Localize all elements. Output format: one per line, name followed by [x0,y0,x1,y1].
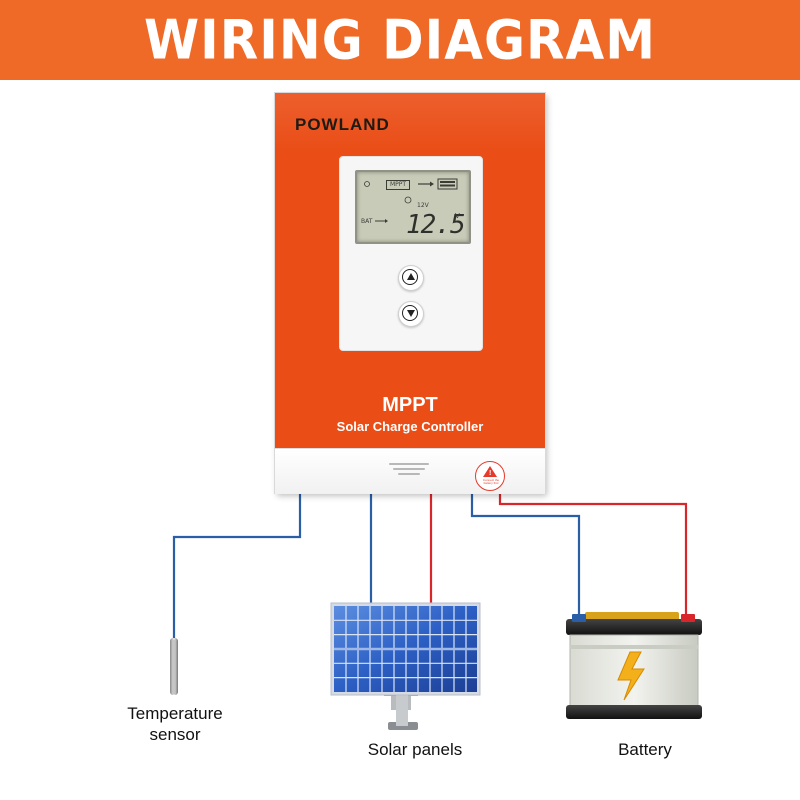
banner: WIRING DIAGRAM [0,0,800,80]
product-title: MPPT [382,394,438,416]
warning-triangle-icon [483,466,497,477]
battery-icon [437,178,458,190]
warning-label: ! Connect the battery first [475,461,505,491]
battery-wires [470,493,688,621]
vent-slot [393,468,425,470]
control-panel: MPPT 12V BAT 12.5 V [339,156,483,351]
lcd-display: MPPT 12V BAT 12.5 V [355,170,471,244]
battery-label: Battery [618,740,672,759]
sun-icon [364,181,370,187]
lcd-icons [364,178,458,223]
brand-logo: POWLAND [295,115,390,134]
vent-slot [398,473,420,475]
vent-slot [389,463,429,465]
lcd-unit: V [455,212,460,220]
charge-controller: POWLAND MPPT 12V BAT 12.5 V [275,93,545,494]
lcd-system-voltage: 12V [417,202,429,209]
solar-wires [369,493,433,605]
solar-panels-label: Solar panels [367,740,463,759]
up-arrow-icon [407,273,415,280]
battery [566,612,702,719]
temperature-sensor-label: Temperature sensor [127,704,223,744]
product-subtitle: Solar Charge Controller [336,419,484,434]
up-button[interactable] [398,265,424,291]
terminal-cover: ! Connect the battery first [275,448,545,494]
warning-text: Connect the battery first [482,478,500,485]
temp-sensor-wire [172,493,302,640]
bulb-icon [404,196,412,204]
temperature-sensor-probe [170,638,178,695]
solar-panel [330,602,481,730]
lcd-bat-label: BAT [361,218,373,225]
down-arrow-icon [407,310,415,317]
banner-title: WIRING DIAGRAM [144,8,656,72]
lcd-mppt-tag: MPPT [386,180,411,190]
lcd-voltage-reading: 12.5 [406,210,466,240]
down-button[interactable] [398,301,424,327]
